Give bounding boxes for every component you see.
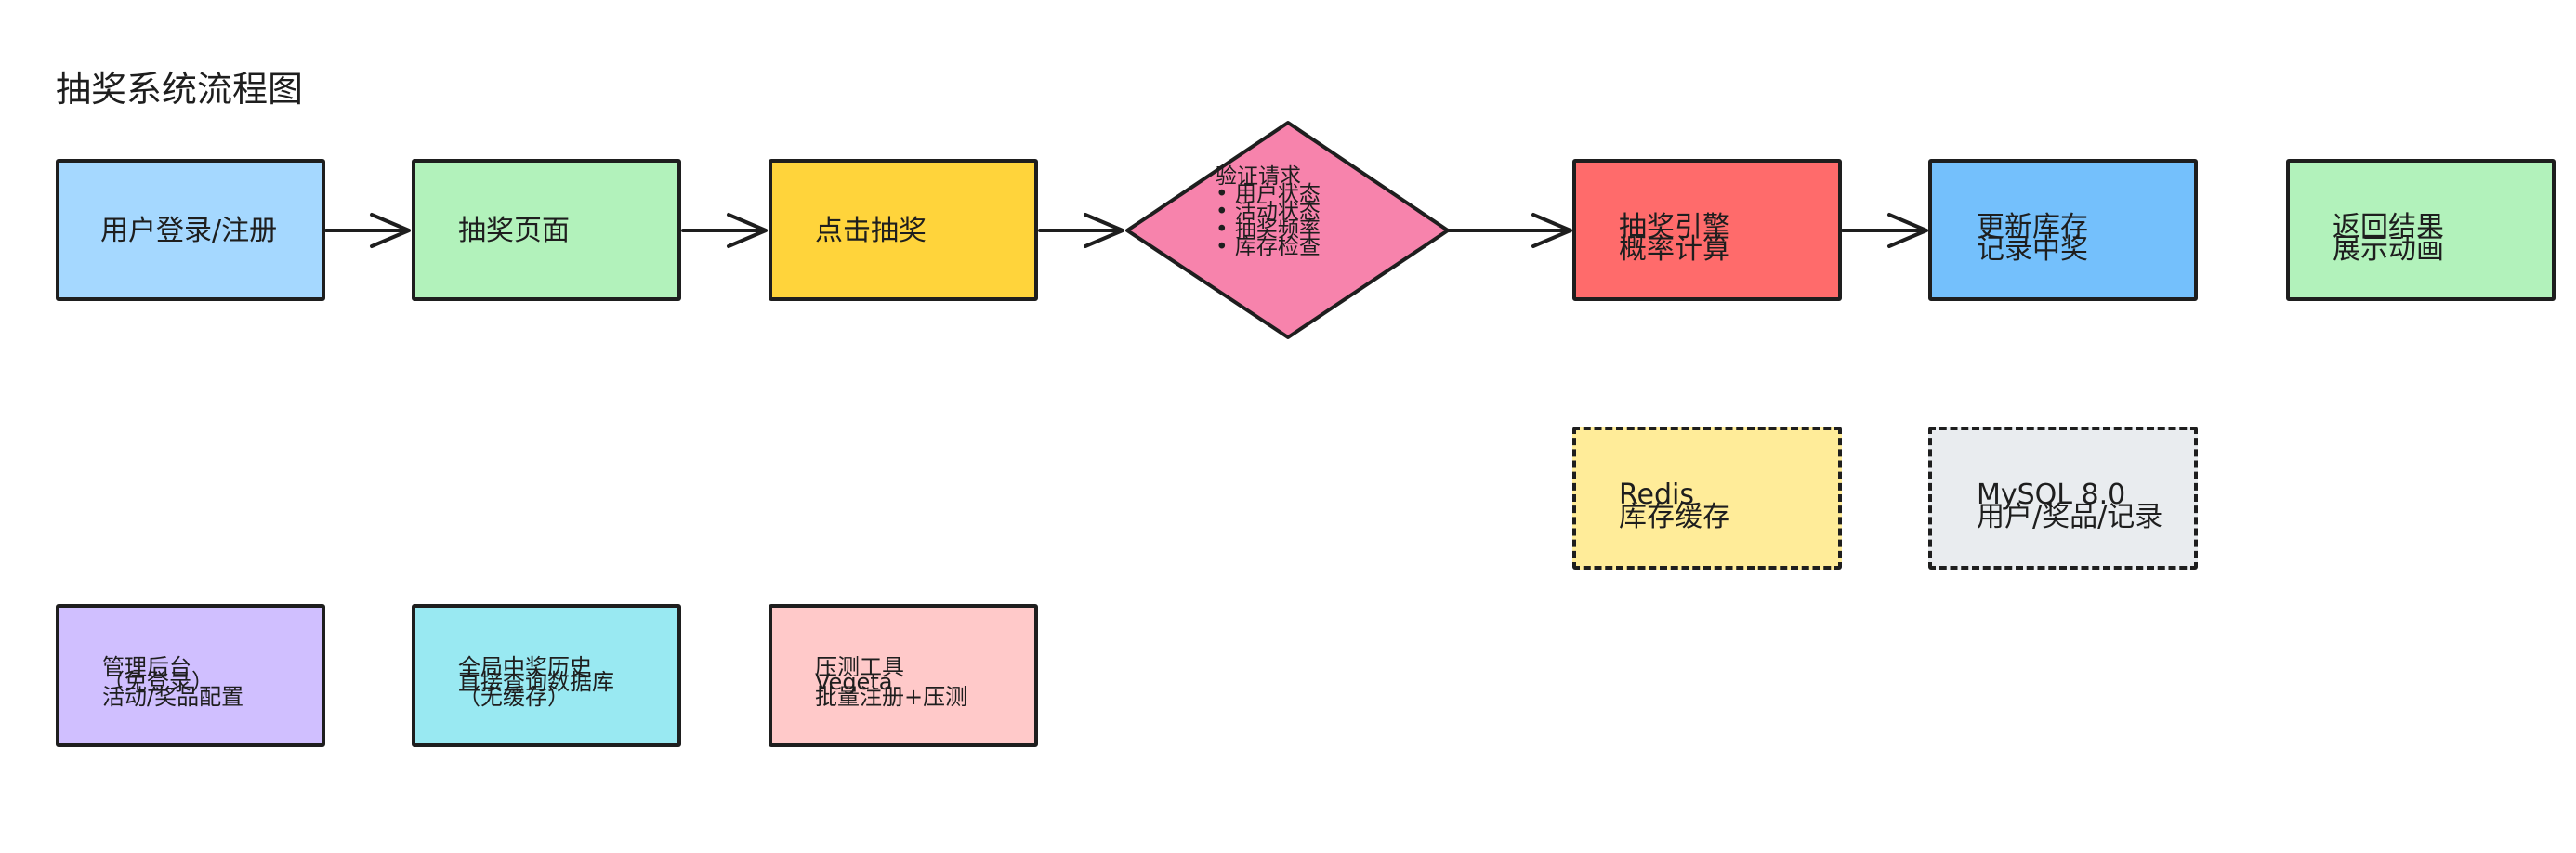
node-lottery-page-label: 抽奖页面 [458,215,570,247]
arrow-page-to-click [681,213,768,248]
decision-verify-label: 验证请求 • 用户状态 • 活动状态 • 抽奖频率 • 库存检查 [1216,164,1321,259]
diagram-title: 抽奖系统流程图 [56,69,304,110]
node-update-stock[interactable]: 更新库存 记录中奖 [1928,159,2198,301]
node-click-draw-label: 点击抽奖 [815,215,927,247]
arrow-engine-to-update [1841,213,1928,248]
node-mysql-db[interactable]: MySQL 8.0 用户/奖品/记录 [1928,426,2198,570]
node-redis-cache-label: Redis 库存缓存 [1619,479,1730,533]
node-click-draw[interactable]: 点击抽奖 [769,159,1038,301]
node-login[interactable]: 用户登录/注册 [56,159,325,301]
node-draw-engine-label: 抽奖引擎 概率计算 [1619,211,1730,266]
node-admin-panel[interactable]: 管理后台 （免登录） 活动/奖品配置 [56,604,325,747]
node-update-stock-label: 更新库存 记录中奖 [1977,211,2088,266]
node-global-history-label: 全局中奖历史 直接查询数据库 （无缓存） [458,654,614,710]
node-redis-cache[interactable]: Redis 库存缓存 [1572,426,1842,570]
node-admin-panel-label: 管理后台 （免登录） 活动/奖品配置 [102,654,244,710]
decision-verify-diamond [1125,121,1450,339]
node-login-label: 用户登录/注册 [100,215,278,247]
node-draw-engine[interactable]: 抽奖引擎 概率计算 [1572,159,1842,301]
node-return-result-label: 返回结果 展示动画 [2333,211,2444,266]
arrow-verify-to-engine [1446,213,1572,248]
node-mysql-db-label: MySQL 8.0 用户/奖品/记录 [1977,479,2163,533]
arrow-login-to-page [324,213,411,248]
node-stress-tool[interactable]: 压测工具 Vegeta 批量注册+压测 [769,604,1038,747]
arrow-click-to-verify [1038,213,1124,248]
node-stress-tool-label: 压测工具 Vegeta 批量注册+压测 [815,654,968,710]
node-lottery-page[interactable]: 抽奖页面 [412,159,681,301]
node-return-result[interactable]: 返回结果 展示动画 [2286,159,2556,301]
node-global-history[interactable]: 全局中奖历史 直接查询数据库 （无缓存） [412,604,681,747]
